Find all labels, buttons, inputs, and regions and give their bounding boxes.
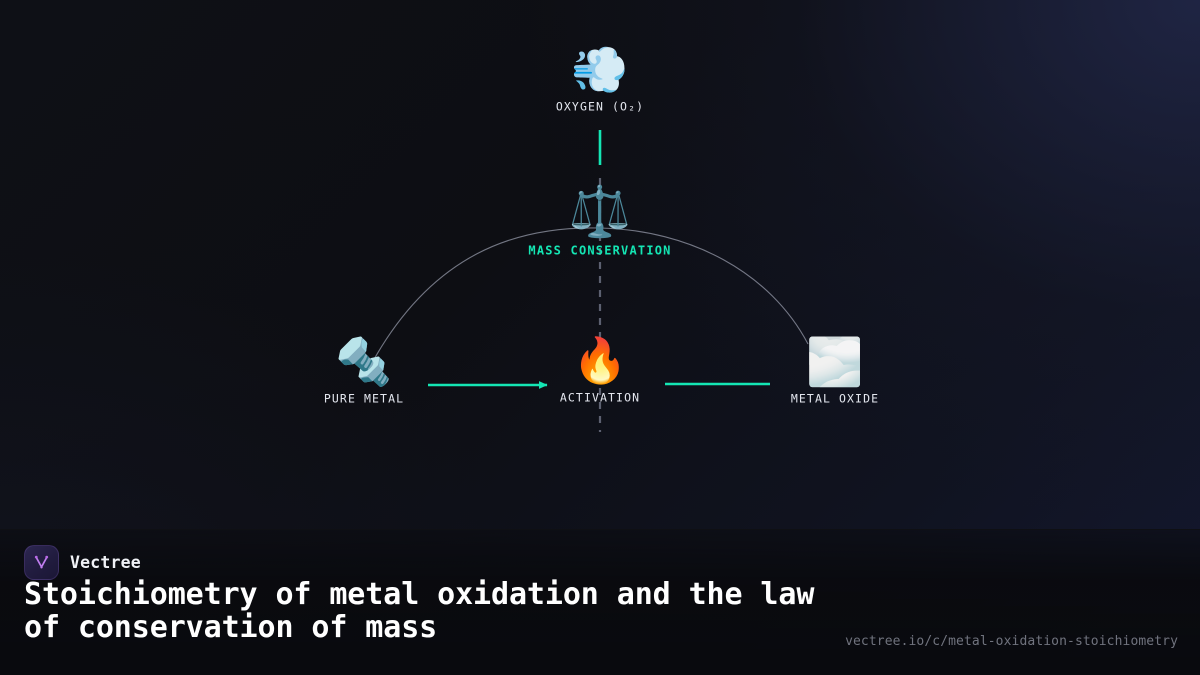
- brand-row: Vectree: [24, 545, 141, 580]
- vectree-logo-glyph: [34, 555, 49, 569]
- page-title: Stoichiometry of metal oxidation and the…: [24, 577, 815, 646]
- balance-scale-icon: ⚖️: [568, 182, 632, 241]
- footer-bar: Vectree Stoichiometry of metal oxidation…: [0, 529, 1200, 675]
- diagram-node-metal-oxide[interactable]: 🌫️ METAL OXIDE: [791, 339, 879, 406]
- brand-name: Vectree: [70, 553, 141, 572]
- fog-cloud-icon: 🌫️: [806, 334, 864, 389]
- node-label-activation: ACTIVATION: [559, 390, 641, 405]
- node-label-metal-oxide: METAL OXIDE: [790, 391, 880, 406]
- edge-pure-metal-to-metal-oxide-arc: [365, 227, 809, 375]
- wind-dash-icon: 💨: [571, 42, 629, 97]
- node-label-pure-metal: PURE METAL: [323, 391, 405, 406]
- node-label-mass-conservation: MASS CONSERVATION: [528, 243, 672, 258]
- diagram-node-oxygen[interactable]: 💨 OXYGEN (O₂): [556, 47, 644, 114]
- diagram-node-activation[interactable]: 🔥 ACTIVATION: [559, 335, 641, 405]
- fire-icon: 🔥: [572, 335, 628, 387]
- vectree-logo: [24, 545, 59, 580]
- nut-and-bolt-icon: 🔩: [335, 334, 393, 389]
- diagram-node-mass-conservation[interactable]: ⚖️ MASS CONSERVATION: [528, 187, 671, 258]
- diagram-node-pure-metal[interactable]: 🔩 PURE METAL: [324, 339, 404, 406]
- footer-url: vectree.io/c/metal-oxidation-stoichiomet…: [845, 634, 1178, 649]
- node-label-oxygen: OXYGEN (O₂): [555, 99, 645, 114]
